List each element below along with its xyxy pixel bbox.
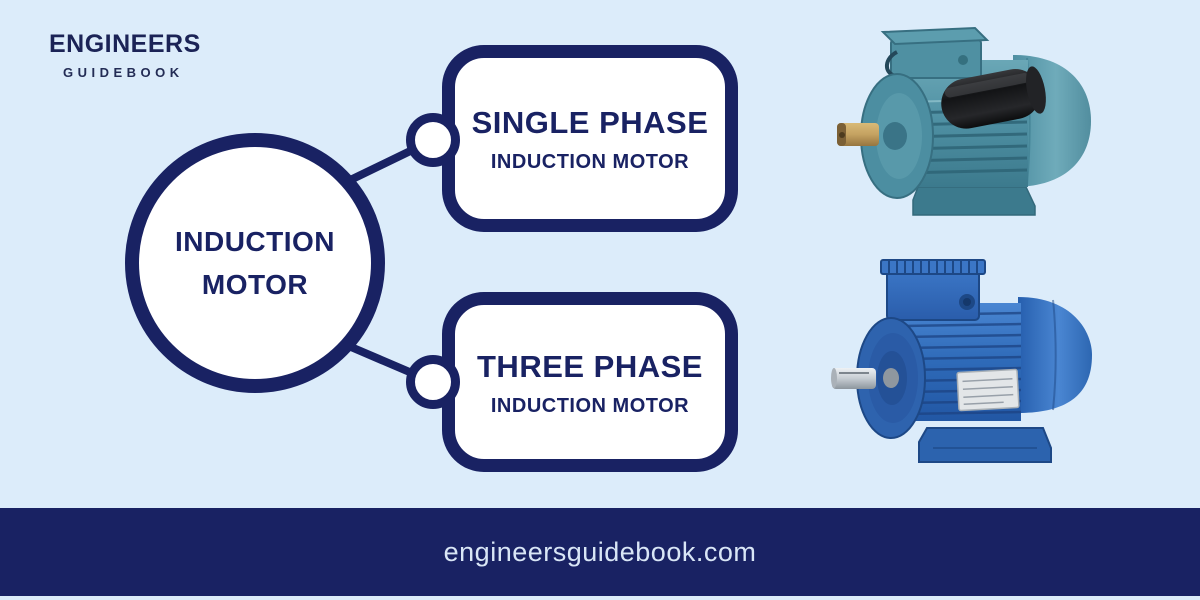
root-label-line1: INDUCTION <box>174 226 336 257</box>
branch-three-phase-title: THREE PHASE <box>477 348 703 384</box>
branch-three-phase: THREE PHASE INDUCTION MOTOR <box>442 292 738 472</box>
root-node-induction-motor: INDUCTION MOTOR <box>125 133 385 393</box>
brand-tagline: GUIDEBOOK <box>63 65 184 80</box>
footer-website-text: engineersguidebook.com <box>443 536 757 567</box>
brand-logo: ENGINEERS GUIDEBOOK <box>49 30 201 80</box>
branch-single-phase-title: SINGLE PHASE <box>471 105 709 140</box>
branch-single-phase: SINGLE PHASE INDUCTION MOTOR <box>442 45 738 232</box>
branch-three-phase-subtitle: INDUCTION MOTOR <box>490 394 690 417</box>
footer-bar: engineersguidebook.com <box>0 508 1200 596</box>
brand-name: ENGINEERS <box>49 30 201 58</box>
branch-single-phase-subtitle: INDUCTION MOTOR <box>490 151 690 173</box>
branch-connector-dot-single-phase <box>406 113 460 167</box>
single-phase-motor-image <box>837 26 1091 216</box>
branch-connector-dot-three-phase <box>406 355 460 409</box>
three-phase-motor-image <box>831 259 1092 463</box>
root-label-line2: MOTOR <box>201 269 309 300</box>
